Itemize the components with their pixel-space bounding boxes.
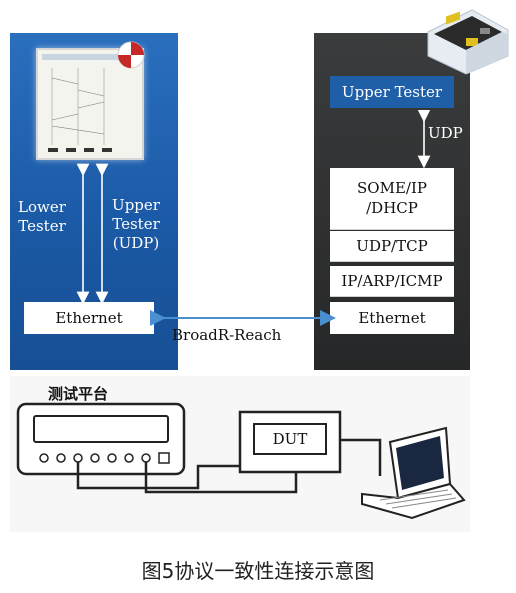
test-platform-label: 测试平台 <box>48 385 109 403</box>
udp-arrow <box>417 110 431 168</box>
udp-label: UDP <box>428 124 463 142</box>
dut-inner-box <box>253 423 327 455</box>
right-upper-tester-box: Upper Tester <box>330 76 454 108</box>
left-ethernet-box: Ethernet <box>24 302 154 334</box>
broadr-reach-link <box>150 310 336 326</box>
test-setup-drawing <box>16 402 466 520</box>
test-platform-screen <box>33 415 169 443</box>
lower-tester-line1: Lower <box>18 198 66 216</box>
laptop-icon <box>361 426 466 520</box>
left-upper-tester-line1: Upper <box>112 196 160 214</box>
left-panel-arrows <box>76 163 109 305</box>
left-upper-tester-line3: (UDP) <box>112 234 160 252</box>
lower-tester-line2: Tester <box>18 217 66 235</box>
ecu-device-image <box>427 9 509 75</box>
stack-ethernet: Ethernet <box>330 302 454 334</box>
broadr-reach-label: BroadR-Reach <box>172 326 282 344</box>
stack-someip-dhcp: SOME/IP /DHCP <box>330 168 454 230</box>
left-upper-tester-line2: Tester <box>112 215 160 233</box>
lower-tester-label: Lower Tester <box>12 198 72 236</box>
left-upper-tester-label: Upper Tester (UDP) <box>104 196 168 253</box>
dut-label: DUT <box>272 430 308 448</box>
test-tool-logo-icon <box>117 41 145 69</box>
stack-ip-arp-icmp: IP/ARP/ICMP <box>330 266 454 297</box>
stack-udp-tcp: UDP/TCP <box>330 231 454 262</box>
figure-caption: 图5协议一致性连接示意图 <box>141 559 375 583</box>
screenshot-graphic <box>42 54 138 152</box>
